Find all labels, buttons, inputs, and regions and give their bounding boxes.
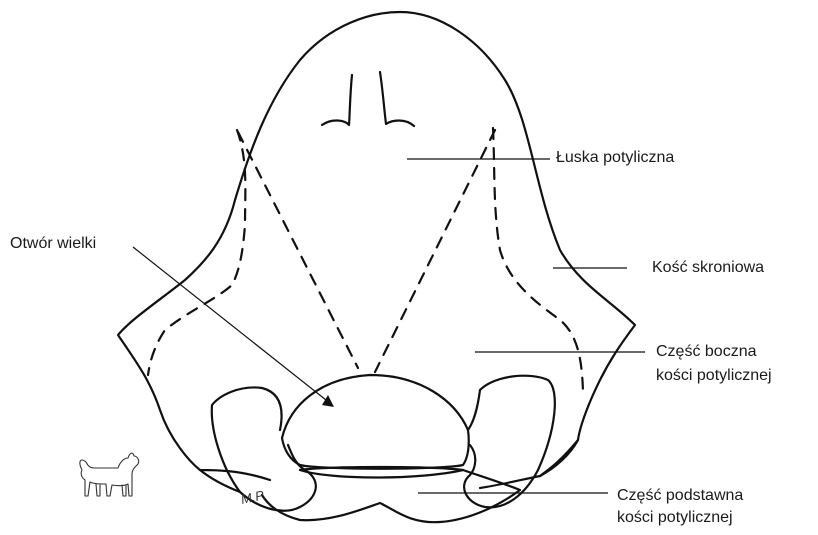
label-czesc-boczna: Część boczna [656,342,757,362]
label-luska-potyliczna: Łuska potyliczna [556,148,674,168]
condyle-right [464,376,555,508]
foramen-magnum [282,375,469,469]
leader-otwor [133,247,326,400]
bone-outline [118,12,635,488]
suture-left-outer [148,130,245,375]
suture-left-inner [238,132,358,368]
wing-right [540,440,578,476]
label-czesc-podstawna-line2: kości potylicznej [617,508,733,528]
label-kosc-skroniowa: Kość skroniowa [652,258,764,278]
signature: M.P. [240,487,268,507]
basal-part-outline [262,470,520,522]
suture-right-inner [375,130,495,372]
dog-icon [80,453,139,496]
label-otwor-wielki: Otwór wielki [10,234,96,254]
arrowhead-otwor [322,395,334,407]
label-czesc-boczna-line2: kości potylicznej [656,366,772,386]
crest-mark-left [322,75,352,125]
crest-mark-right [380,72,414,126]
label-czesc-podstawna: Część podstawna [617,486,743,506]
wing-left [200,470,240,492]
